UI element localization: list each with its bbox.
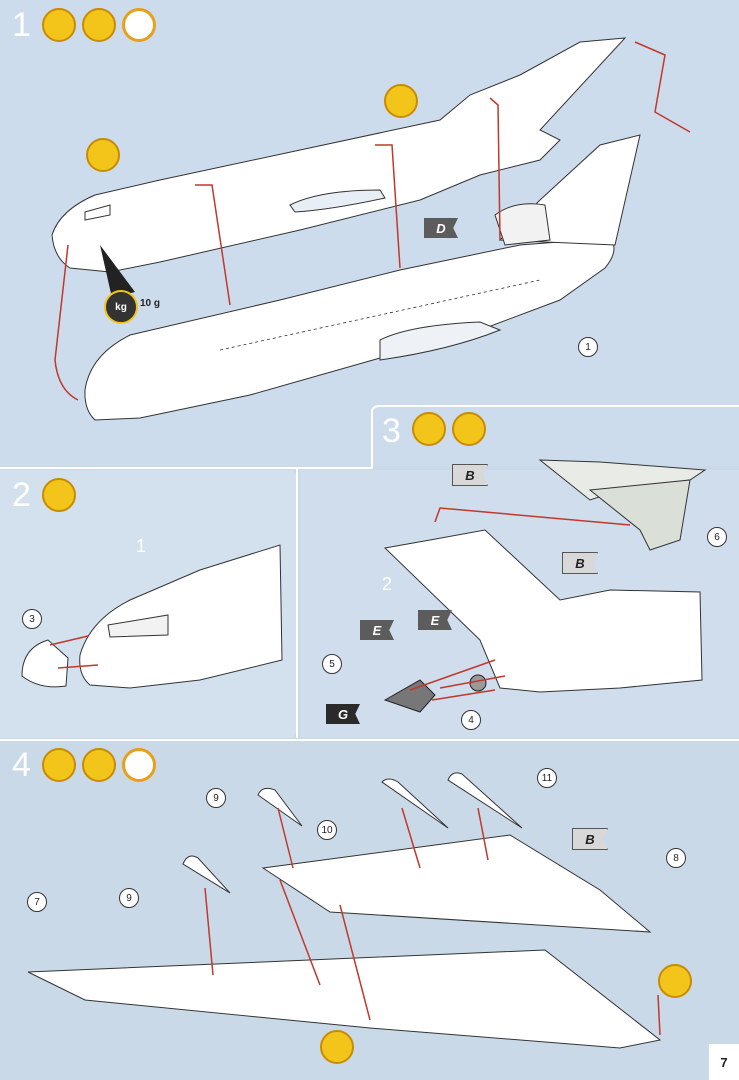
callout-part-9: 9	[119, 888, 139, 908]
glue-icon	[42, 8, 76, 42]
paint-brush-icon	[452, 412, 486, 446]
step-number: 3	[382, 412, 401, 450]
page-number: 7	[709, 1044, 739, 1080]
step3-arrows	[409, 507, 631, 701]
tape-icon	[86, 138, 120, 172]
decal-flag-d: D	[424, 218, 458, 238]
callout-part-4: 4	[461, 710, 481, 730]
step4-arrows	[204, 807, 661, 1036]
label-part-2: 2	[382, 574, 393, 594]
paint-brush-icon	[82, 8, 116, 42]
tail-engine-section	[383, 459, 707, 693]
callout-part-10: 10	[317, 820, 337, 840]
engine-exhaust	[383, 674, 487, 713]
fuselage-windows	[219, 279, 541, 351]
step1-arrows	[54, 41, 691, 401]
glue-icon	[412, 412, 446, 446]
callout-part-11: 11	[537, 768, 557, 788]
tape-icon	[384, 84, 418, 118]
callout-part-8: 8	[666, 848, 686, 868]
decal-flag-e: E	[418, 610, 452, 630]
flaps	[182, 772, 523, 894]
glue-icon	[42, 748, 76, 782]
paint-brush-icon	[82, 748, 116, 782]
clock-icon	[122, 8, 156, 42]
weight-pointer	[100, 245, 135, 298]
decal-flag-b: B	[562, 552, 598, 574]
tape-icon	[658, 964, 692, 998]
step-number: 4	[12, 746, 31, 784]
fuselage-main	[84, 134, 641, 421]
label-part-1: 1	[136, 536, 147, 556]
wing-upper	[261, 834, 652, 933]
weight-label: 10 g	[140, 298, 161, 309]
glue-icon	[42, 478, 76, 512]
decal-flag-b: B	[452, 464, 488, 486]
callout-part-7: 7	[27, 892, 47, 912]
tape-icon	[320, 1030, 354, 1064]
step-number: 2	[12, 476, 31, 514]
step2-arrows	[49, 635, 99, 669]
callout-part-9: 9	[206, 788, 226, 808]
decal-flag-e: E	[360, 620, 394, 640]
decal-flag-g: G	[326, 704, 360, 724]
step-number: 1	[12, 6, 31, 44]
clock-icon	[122, 748, 156, 782]
fuselage-half-top	[51, 37, 627, 273]
callout-part-3: 3	[22, 609, 42, 629]
callout-part-6: 6	[707, 527, 727, 547]
callout-part-1: 1	[578, 337, 598, 357]
decal-flag-b: B	[572, 828, 608, 850]
callout-part-5: 5	[322, 654, 342, 674]
wing-lower	[27, 949, 662, 1049]
nose-section	[21, 544, 283, 689]
weight-icon: kg	[104, 290, 138, 324]
